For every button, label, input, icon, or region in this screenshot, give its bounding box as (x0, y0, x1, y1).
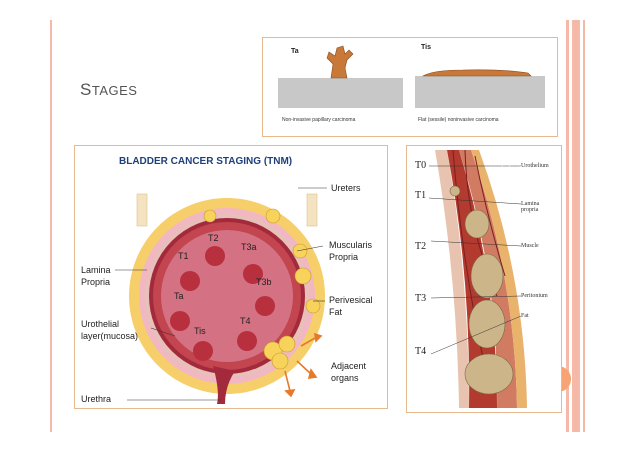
label-lamina-1: Lamina (81, 265, 111, 275)
label-urothelial-2: layer(mucosa) (81, 331, 139, 341)
top-figure: Ta Tis Non-invasive papillary carcinoma … (262, 37, 558, 137)
stage-ta: Ta (174, 291, 184, 301)
stage-t2: T2 (208, 233, 219, 243)
layer-muscle: Muscle (521, 243, 539, 249)
label-adjacent-2: organs (331, 373, 359, 383)
tis-label: Tis (421, 44, 431, 51)
slide-title: STAGES (80, 80, 138, 99)
stage-t0: T0 (415, 160, 427, 171)
label-muscularis-2: Propria (329, 252, 359, 262)
tnm-title: BLADDER CANCER STAGING (TNM) (119, 156, 293, 167)
label-urethra: Urethra (81, 394, 112, 404)
right-decoration-bars (566, 20, 590, 432)
label-ureters: Ureters (331, 183, 361, 193)
stage-t3b: T3b (256, 277, 272, 287)
ta-label: Ta (291, 48, 299, 55)
label-perivesical-2: Fat (329, 307, 343, 317)
left-rule (50, 20, 52, 432)
stage-t1-wall: T1 (415, 190, 427, 201)
stage-tis: Tis (194, 326, 206, 336)
label-muscularis-1: Muscularis (329, 240, 373, 250)
tnm-figure: BLADDER CANCER STAGING (TNM) (74, 145, 388, 409)
stage-t3-wall: T3 (415, 293, 427, 304)
layer-urothelium: Urothelium (521, 163, 549, 169)
label-urothelial-1: Urothelial (81, 319, 120, 329)
ta-caption: Non-invasive papillary carcinoma (282, 117, 356, 123)
stage-t4: T4 (240, 316, 251, 326)
label-perivesical-1: Perivesical (329, 295, 373, 305)
stage-t4-wall: T4 (415, 346, 427, 357)
bladder-wall-figure: Copyrighted T0 T1 T2 T3 T4 Urothelium La… (406, 145, 562, 413)
stage-t3a: T3a (241, 242, 257, 252)
layer-fat: Fat (521, 313, 529, 319)
wall-watermark: Copyrighted (487, 156, 547, 168)
tis-caption: Flat (sessile) noninvasive carcinoma (418, 117, 499, 123)
stage-t1: T1 (178, 251, 189, 261)
label-lamina-2: Propria (81, 277, 111, 287)
bladder-wall-illustration (428, 149, 527, 408)
bladder-diagram (115, 187, 327, 404)
label-adjacent-1: Adjacent (331, 361, 367, 371)
ta-tis-illustration (278, 45, 545, 108)
stage-t2-wall: T2 (415, 241, 427, 252)
layer-lamina-propria: Lamina propria (521, 201, 540, 213)
layer-peritonium: Peritonium (521, 293, 548, 299)
